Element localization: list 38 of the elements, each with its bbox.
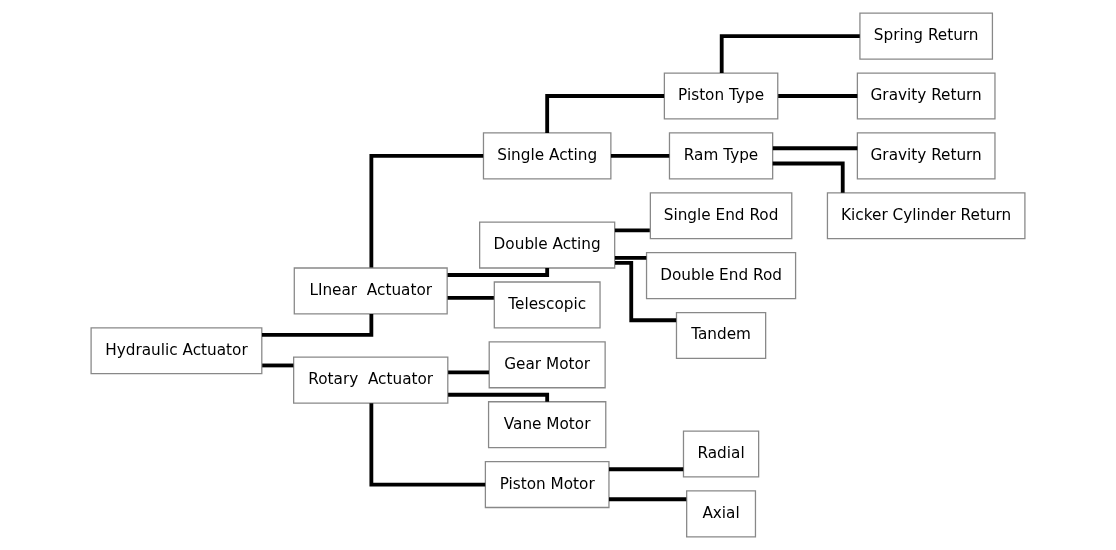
connector: [772, 161, 845, 193]
connector: [615, 261, 677, 323]
connector: [608, 497, 687, 502]
connector: [448, 370, 489, 375]
node-box: Single Acting: [482, 132, 612, 180]
node-box: Single End Rod: [649, 192, 793, 240]
connector: [719, 34, 860, 74]
node-box: Gear Motor: [488, 341, 606, 389]
node-box: Gravity Return: [856, 132, 996, 180]
node-box: Hydraulic Actuator: [90, 327, 263, 375]
connector: [448, 392, 550, 402]
node-box: Radial: [682, 430, 760, 478]
connector: [545, 94, 665, 133]
node-box: LInear Actuator: [293, 267, 448, 315]
node-box: Double End Rod: [645, 252, 797, 300]
connector: [447, 296, 494, 300]
connector: [262, 363, 294, 368]
node-box: Gravity Return: [856, 72, 996, 120]
node-box: Tandem: [675, 311, 767, 360]
connector: [369, 154, 484, 268]
node-box: Rotary Actuator: [293, 356, 449, 404]
connector: [772, 146, 858, 151]
connector: [369, 403, 486, 487]
node-box: Ram Type: [668, 132, 774, 180]
node-box: Vane Motor: [487, 401, 607, 449]
connector: [614, 228, 650, 233]
node-box: Spring Return: [859, 12, 994, 60]
node-box: Kicker Cylinder Return: [826, 192, 1026, 240]
node-box: Piston Type: [663, 72, 779, 120]
node-box: Axial: [686, 490, 757, 538]
connector: [447, 268, 550, 277]
connector: [778, 94, 858, 98]
node-box: Telescopic: [493, 281, 601, 329]
node-box: Double Acting: [479, 221, 616, 269]
node-box: Piston Motor: [484, 461, 610, 509]
connector: [610, 154, 670, 158]
connector: [608, 467, 684, 472]
connector: [614, 255, 647, 260]
